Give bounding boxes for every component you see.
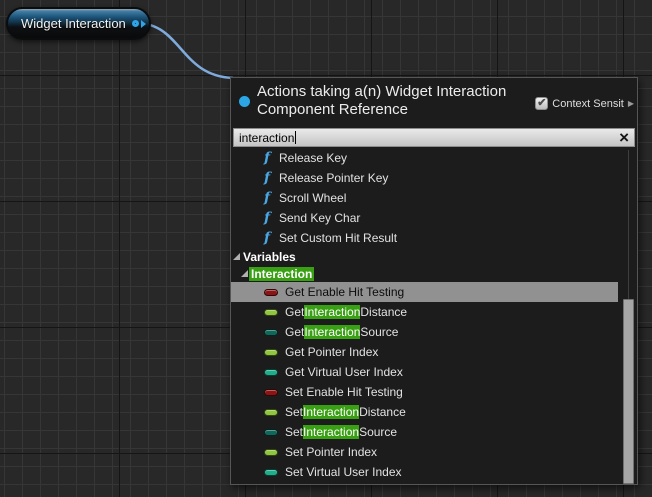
action-item-get-interaction-distance[interactable]: Get Interaction Distance xyxy=(231,302,618,322)
title-line-2: Component Reference xyxy=(257,101,408,118)
check-icon: ✔ xyxy=(537,97,547,109)
scrollbar-track[interactable] xyxy=(628,150,629,300)
variable-type-pill-icon xyxy=(264,368,278,376)
function-icon: f xyxy=(263,170,271,186)
action-label: Get Enable Hit Testing xyxy=(285,285,405,299)
action-item-send-key-char[interactable]: f Send Key Char xyxy=(231,208,618,228)
action-list: f Release Key f Release Pointer Key f Sc… xyxy=(231,147,637,482)
action-item-set-virtual-user-index[interactable]: Set Virtual User Index xyxy=(231,462,618,482)
variable-type-pill-icon xyxy=(264,448,278,456)
context-sensitive-label: Context Sensit xyxy=(552,97,624,110)
category-label: Interaction xyxy=(249,266,315,281)
variable-type-pill-icon xyxy=(264,388,278,396)
action-label: Set xyxy=(285,425,304,439)
output-pin[interactable] xyxy=(131,19,146,28)
variable-type-pill-icon xyxy=(264,428,278,436)
action-label: Get xyxy=(285,325,305,339)
action-label: Set Pointer Index xyxy=(285,445,378,459)
action-item-get-pointer-index[interactable]: Get Pointer Index xyxy=(231,342,618,362)
action-label: Release Key xyxy=(279,151,348,165)
variable-type-pill-icon xyxy=(264,308,278,316)
action-label: Release Pointer Key xyxy=(279,171,389,185)
category-interaction[interactable]: Interaction xyxy=(231,265,637,282)
action-item-set-interaction-distance[interactable]: Set Interaction Distance xyxy=(231,402,618,422)
action-label: Get Pointer Index xyxy=(285,345,379,359)
search-text: interaction xyxy=(239,130,295,145)
action-item-set-interaction-source[interactable]: Set Interaction Source xyxy=(231,422,618,442)
category-variables[interactable]: Variables xyxy=(231,248,637,265)
action-item-get-virtual-user-index[interactable]: Get Virtual User Index xyxy=(231,362,618,382)
action-item-set-pointer-index[interactable]: Set Pointer Index xyxy=(231,442,618,462)
context-sensitive-checkbox[interactable]: ✔ xyxy=(535,97,549,110)
action-label: Set Enable Hit Testing xyxy=(285,385,403,399)
action-label: Set xyxy=(285,405,304,419)
action-label: Get xyxy=(285,305,305,319)
collapse-arrow-icon xyxy=(233,253,240,260)
title-line-1: Actions taking a(n) Widget Interaction xyxy=(257,83,507,100)
text-cursor xyxy=(295,131,297,144)
action-label: Set Custom Hit Result xyxy=(279,231,398,245)
function-icon: f xyxy=(263,230,271,246)
object-pin-icon xyxy=(131,20,139,27)
action-label: Get Virtual User Index xyxy=(285,365,403,379)
variable-type-pill-icon xyxy=(264,328,278,336)
submenu-arrow-icon[interactable]: ▶ xyxy=(627,99,634,108)
action-item-get-interaction-source[interactable]: Get Interaction Source xyxy=(231,322,618,342)
clear-search-icon[interactable]: × xyxy=(619,128,629,147)
variable-type-pill-icon xyxy=(264,468,278,476)
action-label: Scroll Wheel xyxy=(279,191,347,205)
action-item-release-key[interactable]: f Release Key xyxy=(231,148,618,168)
function-icon: f xyxy=(263,210,271,226)
widget-interaction-node[interactable]: Widget Interaction xyxy=(6,7,151,40)
action-label: Send Key Char xyxy=(279,211,361,225)
action-item-release-pointer-key[interactable]: f Release Pointer Key xyxy=(231,168,618,188)
variable-type-pill-icon xyxy=(264,288,278,296)
action-item-scroll-wheel[interactable]: f Scroll Wheel xyxy=(231,188,618,208)
variable-type-pill-icon xyxy=(264,408,278,416)
collapse-arrow-icon xyxy=(241,270,248,277)
context-menu-header: Actions taking a(n) Widget Interaction C… xyxy=(231,78,637,128)
context-menu-title: Actions taking a(n) Widget Interaction C… xyxy=(257,83,506,119)
node-title: Widget Interaction xyxy=(21,16,126,31)
search-input[interactable]: interaction × xyxy=(233,128,635,147)
action-item-set-custom-hit-result[interactable]: f Set Custom Hit Result xyxy=(231,228,618,248)
action-label: Set Virtual User Index xyxy=(285,465,402,479)
scrollbar-thumb[interactable] xyxy=(623,299,634,484)
type-dot-icon xyxy=(239,96,250,107)
function-icon: f xyxy=(263,190,271,206)
context-sensitive-control: ✔ Context Sensit ▶ xyxy=(535,97,634,110)
context-menu: Actions taking a(n) Widget Interaction C… xyxy=(230,77,638,485)
variable-type-pill-icon xyxy=(264,348,278,356)
action-item-set-enable-hit-testing[interactable]: Set Enable Hit Testing xyxy=(231,382,618,402)
pin-arrow-icon xyxy=(140,19,146,28)
category-label: Variables xyxy=(243,249,296,264)
action-item-get-enable-hit-testing[interactable]: Get Enable Hit Testing xyxy=(231,282,618,302)
function-icon: f xyxy=(263,150,271,166)
